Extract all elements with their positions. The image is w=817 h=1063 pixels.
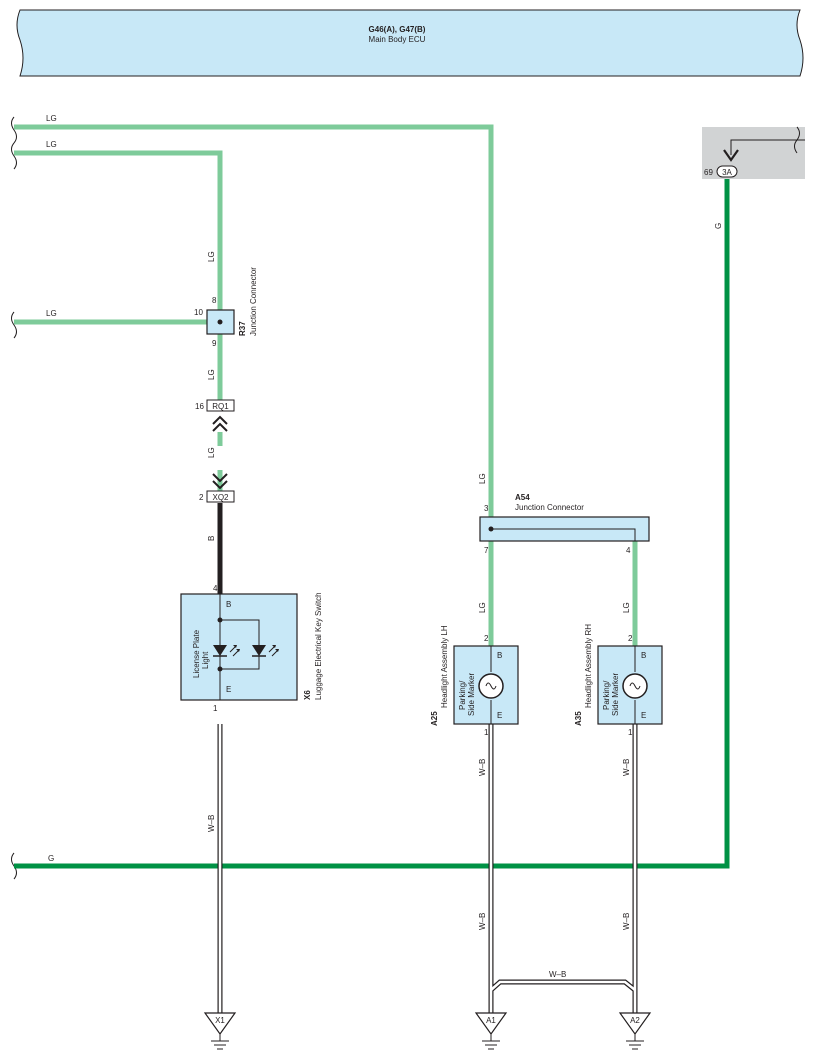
wire-label-lg-a54: LG: [478, 473, 487, 484]
wire-label-lg-v2: LG: [207, 369, 216, 380]
a35-headlight-assembly-rh: B E 2 1 Parking/ Side Marker A35 Headlig…: [574, 624, 663, 737]
a25-term-b: B: [497, 651, 502, 660]
xq2-code: XQ2: [212, 493, 229, 502]
ecu-pin-number: 69: [704, 168, 713, 177]
rq1-code: RQ1: [212, 402, 229, 411]
a35-code: A35: [574, 711, 583, 726]
a25-inner-label-1: Parking/: [458, 680, 467, 710]
wire-label-wb-a35-2: W–B: [622, 913, 631, 930]
x6-pin-bottom: 1: [213, 704, 218, 713]
wire-label-wb-cross: W–B: [549, 970, 566, 979]
ground-x1: X1: [203, 1012, 237, 1050]
x6-term-b: B: [226, 600, 231, 609]
left-break-marks: [11, 116, 17, 880]
a35-pin-top: 2: [628, 634, 633, 643]
a35-inner-label-1: Parking/: [602, 680, 611, 710]
wire-label-g-bottom: G: [48, 854, 54, 863]
a54-code: A54: [515, 493, 530, 502]
a54-pin-out-right: 4: [626, 546, 631, 555]
ground-x1-label: X1: [215, 1016, 225, 1025]
wire-label-wb-a25-2: W–B: [478, 913, 487, 930]
a25-term-e: E: [497, 711, 502, 720]
a54-pin-out-left: 7: [484, 546, 489, 555]
ecu-code: G46(A), G47(B): [369, 25, 426, 34]
a25-headlight-assembly-lh: B E 2 1 Parking/ Side Marker A25 Headlig…: [430, 625, 519, 737]
rq1-pin: 16: [195, 402, 204, 411]
r37-junction-connector: 8 10 9 R37 Junction Connector: [194, 267, 258, 348]
x6-pin-top: 4: [213, 584, 218, 593]
wire-label-lg-v3: LG: [207, 447, 216, 458]
ground-a1-label: A1: [486, 1016, 496, 1025]
xq2-connector: XQ2 2: [199, 473, 235, 503]
x6-name: Luggage Electrical Key Switch: [314, 592, 323, 700]
x6-luggage-key-switch: 4 1 B E License Plate Light X6 Luggage E…: [180, 584, 323, 713]
wire-label-lg-mid: LG: [46, 309, 57, 318]
a25-code: A25: [430, 711, 439, 726]
x6-term-e: E: [226, 685, 231, 694]
rq1-connector: RQ1 16: [195, 399, 235, 432]
wire-label-lg-a25: LG: [478, 602, 487, 613]
ground-a2-label: A2: [630, 1016, 640, 1025]
g-wire: [14, 179, 730, 869]
x6-code: X6: [303, 690, 312, 700]
ecu-name: Main Body ECU: [369, 35, 426, 44]
xq2-pin: 2: [199, 493, 204, 502]
a25-pin-top: 2: [484, 634, 489, 643]
r37-code: R37: [238, 321, 247, 336]
a35-name: Headlight Assembly RH: [584, 624, 593, 708]
wire-label-wb-a25-1: W–B: [478, 759, 487, 776]
a35-pin-bottom: 1: [628, 728, 633, 737]
a25-pin-bottom: 1: [484, 728, 489, 737]
ecu-pin-box: 3A 69: [702, 126, 805, 179]
a35-term-e: E: [641, 711, 646, 720]
r37-name: Junction Connector: [249, 267, 258, 336]
wire-labels: LG LG LG G LG LG LG B W–B LG LG LG G W–B…: [46, 114, 723, 979]
ground-a2: A2: [618, 1012, 652, 1050]
wire-label-lg-a35: LG: [622, 602, 631, 613]
a25-name: Headlight Assembly LH: [440, 625, 449, 708]
r37-pin-top: 8: [212, 296, 217, 305]
wire-label-wb-a35-1: W–B: [622, 759, 631, 776]
r37-pin-bottom: 9: [212, 339, 217, 348]
r37-pin-left: 10: [194, 308, 203, 317]
wire-label-lg-v1: LG: [207, 251, 216, 262]
a54-junction-connector: A54 Junction Connector 3 7 4: [479, 493, 650, 555]
a25-inner-label-2: Side Marker: [467, 673, 476, 716]
a54-name: Junction Connector: [515, 503, 584, 512]
wire-label-g-right: G: [714, 223, 723, 229]
wire-label-wb-x6: W–B: [207, 815, 216, 832]
a35-term-b: B: [641, 651, 646, 660]
lg-wires: [14, 124, 638, 646]
x6-inner-label-1: License Plate: [192, 629, 201, 678]
w-b-wires: [217, 724, 638, 1013]
main-body-ecu-banner: G46(A), G47(B) Main Body ECU: [16, 9, 804, 77]
ground-a1: A1: [474, 1012, 508, 1050]
ecu-connector-label: 3A: [722, 168, 732, 177]
wire-label-b: B: [207, 536, 216, 541]
a54-pin-in: 3: [484, 504, 489, 513]
x6-inner-label-2: Light: [201, 651, 210, 669]
wire-label-lg-top1: LG: [46, 114, 57, 123]
wire-label-lg-top2: LG: [46, 140, 57, 149]
a35-inner-label-2: Side Marker: [611, 673, 620, 716]
